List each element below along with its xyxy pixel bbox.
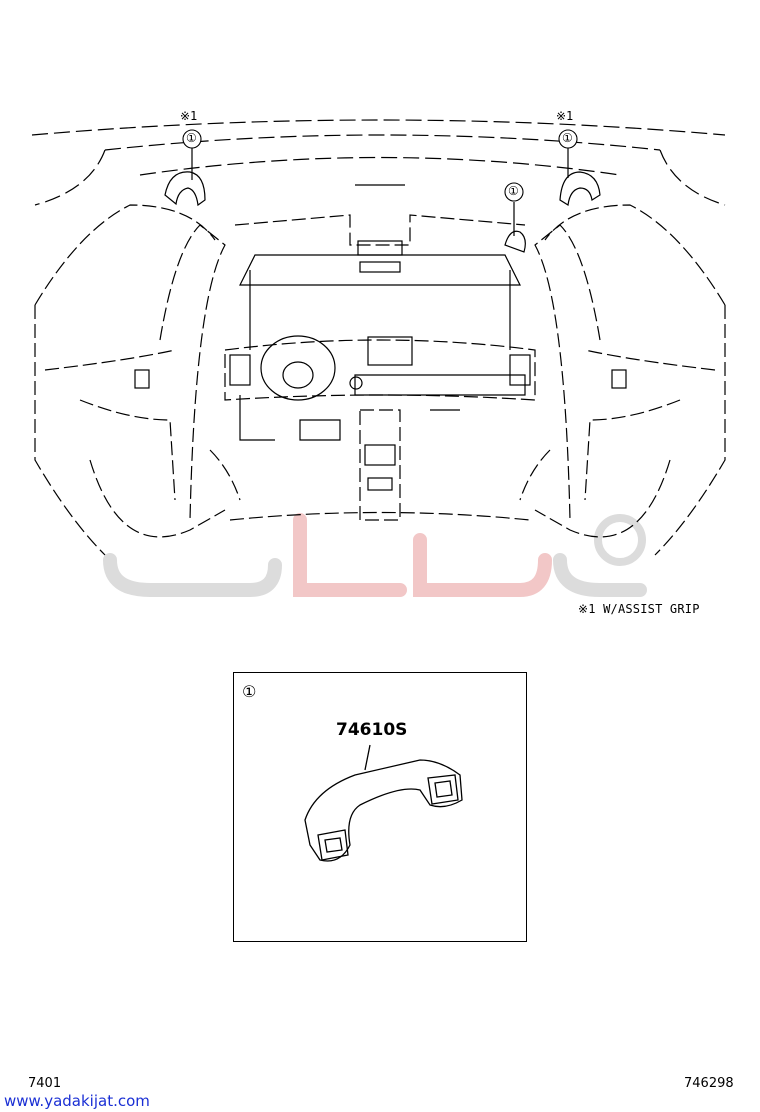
- note-mark-left: ※1: [180, 109, 198, 123]
- watermark-logo: [103, 513, 647, 597]
- footer-left-code: 7401: [28, 1076, 62, 1091]
- assist-grip-left-icon: [164, 148, 206, 207]
- detail-box: [233, 672, 527, 942]
- assist-grip-part-drawing: [304, 744, 463, 862]
- footnote: ※1 W/ASSIST GRIP: [578, 602, 700, 616]
- callout-index-center: ①: [508, 184, 519, 198]
- detail-index: ①: [242, 682, 257, 701]
- callout-circles: [182, 129, 578, 202]
- note-mark-right: ※1: [556, 109, 574, 123]
- watermark-url[interactable]: www.yadakijat.com: [4, 1092, 150, 1110]
- headliner-outline: [31, 119, 726, 206]
- assist-grip-right-icon: [559, 148, 601, 207]
- callout-index-left: ①: [186, 131, 197, 145]
- assist-grip-center-icon: [504, 202, 526, 253]
- pillars-and-doors: [34, 204, 726, 556]
- part-number: 74610S: [336, 720, 408, 740]
- footer-right-code: 746298: [684, 1076, 734, 1091]
- callout-index-right: ①: [562, 131, 573, 145]
- windshield-dashboard: [134, 214, 627, 521]
